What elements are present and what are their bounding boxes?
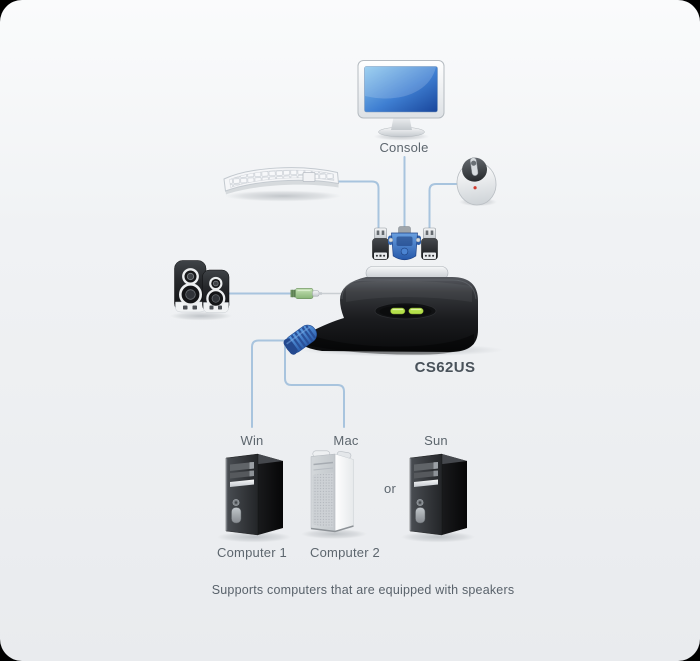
vga-connector-console xyxy=(388,226,421,261)
computer3-tower-icon xyxy=(400,453,476,544)
computer2-tower-icon xyxy=(301,450,367,539)
speaker-left xyxy=(174,260,207,313)
console-label: Console xyxy=(379,140,429,155)
console-monitor-icon xyxy=(357,60,445,141)
speaker-right xyxy=(202,269,230,313)
computer1-wire xyxy=(251,339,295,428)
audio-plug-icon xyxy=(290,287,322,299)
keyboard-wire xyxy=(338,180,380,229)
or-label: or xyxy=(384,481,396,496)
platform-label-sun: Sun xyxy=(424,433,448,448)
kvm-model-label: CS62US xyxy=(414,359,476,376)
usb-connector-mouse xyxy=(421,227,438,260)
platform-label-mac: Mac xyxy=(333,433,359,448)
kvm-switch-icon xyxy=(283,226,504,357)
mouse-wire xyxy=(428,183,460,229)
computer2-wire xyxy=(284,344,345,428)
computer1-label: Computer 1 xyxy=(217,545,287,560)
kvm-cable xyxy=(283,324,317,355)
platform-label-win: Win xyxy=(240,433,264,448)
computer1-tower-icon xyxy=(216,453,292,544)
connection-wires xyxy=(227,156,460,428)
computer2-label: Computer 2 xyxy=(310,545,380,560)
keyboard-icon xyxy=(223,167,341,202)
footnote-text: Supports computers that are equipped wit… xyxy=(211,583,515,597)
speakers-icon xyxy=(170,260,232,321)
mouse-icon xyxy=(456,157,497,207)
usb-connector-keyboard xyxy=(372,227,389,260)
